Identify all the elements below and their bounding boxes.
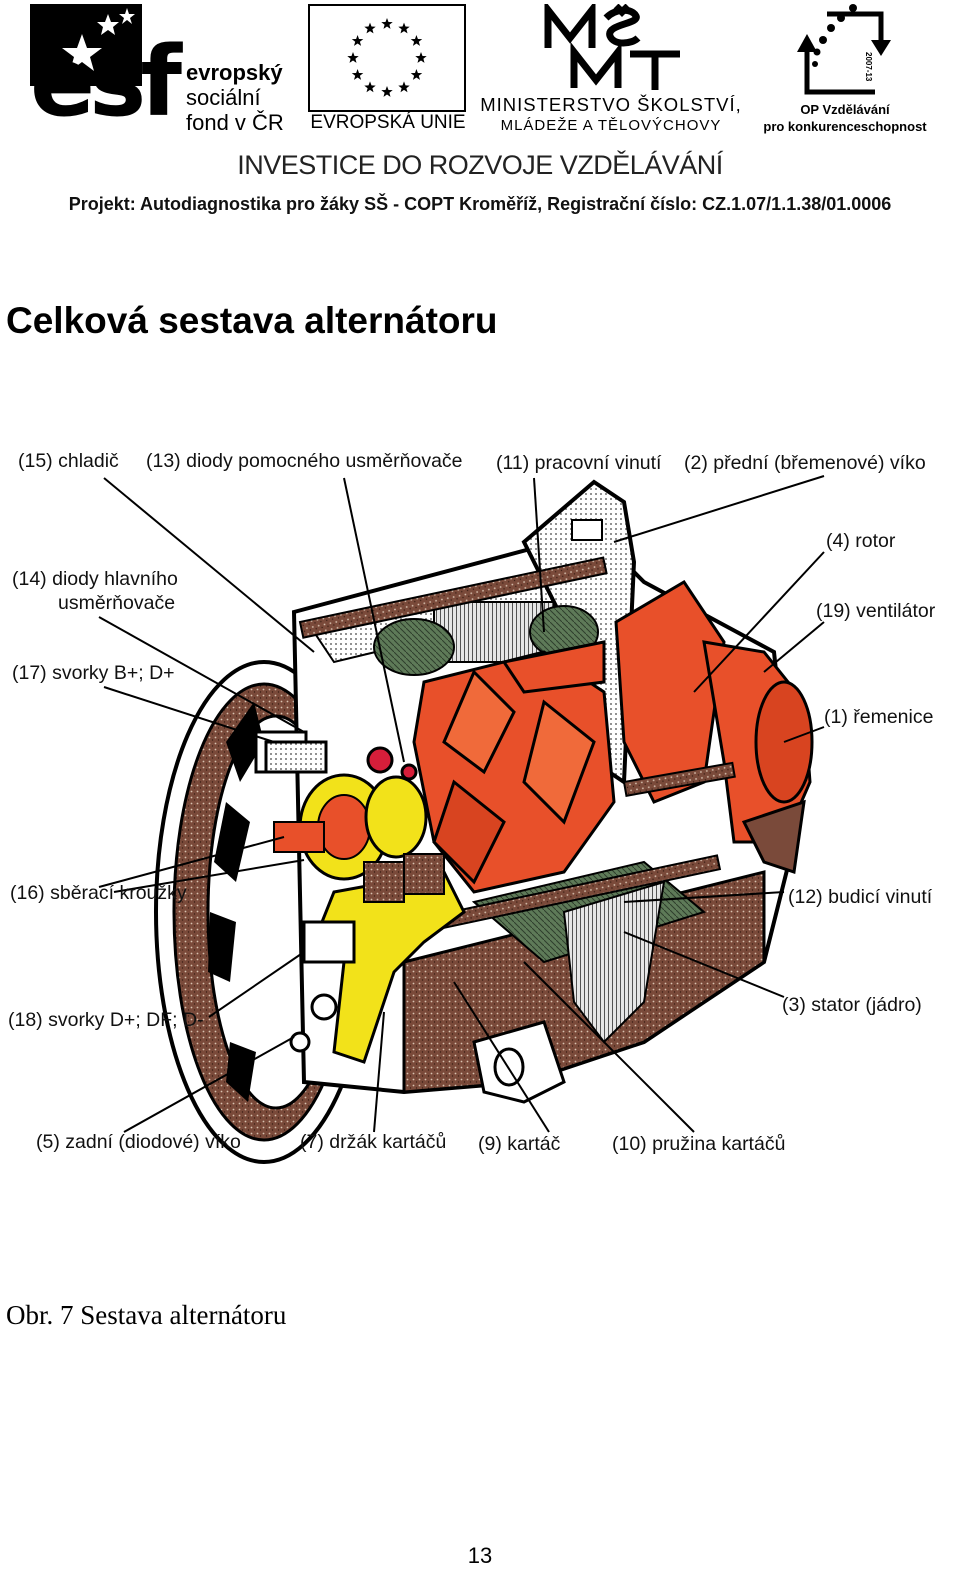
label-ventilator: (19) ventilátor <box>816 600 936 622</box>
eu-star-icon <box>398 22 410 34</box>
label-drzak-kartacu: (7) držák kartáčů <box>300 1131 447 1153</box>
label-diody-hlavni: (14) diody hlavního <box>12 568 178 590</box>
label-chladic: (15) chladič <box>18 450 119 472</box>
investice-banner: INVESTICE DO ROZVOJE VZDĚLÁVÁNÍ <box>237 150 723 180</box>
esf-line2: sociální <box>186 85 261 110</box>
eu-star-icon <box>364 22 376 34</box>
page-number: 13 <box>467 1543 493 1568</box>
msmt-mark-icon <box>544 0 684 92</box>
op-line1: OP Vzdělávání <box>800 102 890 117</box>
label-stator: (3) stator (jádro) <box>782 994 922 1016</box>
op-year: 2007-13 <box>864 52 873 82</box>
esf-line3: fond v ČR <box>186 110 284 135</box>
label-svorky-bd: (17) svorky B+; D+ <box>12 662 175 684</box>
msmt-line1: MINISTERSTVO ŠKOLSTVÍ, <box>480 94 742 115</box>
eu-label: EVROPSKÁ UNIE <box>310 112 466 133</box>
esf-stars-block <box>30 4 142 86</box>
project-line: Projekt: Autodiagnostika pro žáky SŠ - C… <box>68 194 892 214</box>
label-pruzina-kartacu: (10) pružina kartáčů <box>612 1133 786 1155</box>
esf-name: evropský sociální fond v ČR <box>186 60 284 135</box>
esf-mark: esf <box>30 26 182 138</box>
esf-logo: esf evropský sociální fond v ČR <box>30 4 300 138</box>
eu-logo: EVROPSKÁ UNIE <box>308 4 466 134</box>
alternator-drawing <box>98 475 825 1164</box>
figure-caption: Obr. 7 Sestava alternátoru <box>6 1300 287 1330</box>
label-budici-vinuti: (12) budicí vinutí <box>788 886 933 908</box>
alternator-figure: (15) chladič (13) diody pomocného usměrň… <box>4 442 952 1168</box>
rotor <box>412 640 616 894</box>
label-predni-viko: (2) přední (břemenové) víko <box>684 452 926 474</box>
op-line2: pro konkurenceschopnost <box>763 119 927 134</box>
op-mark-icon <box>791 4 895 98</box>
label-usmernovace: usměrňovače <box>58 592 176 614</box>
eu-star-icon <box>351 35 364 46</box>
label-svorky-ddf: (18) svorky D+; DF; D- <box>8 1009 204 1031</box>
op-logo: 2007-13 OP Vzdělávání pro konkurencescho… <box>755 4 935 134</box>
terminals <box>254 730 418 1053</box>
msmt-logo: MINISTERSTVO ŠKOLSTVÍ, MLÁDEŽE A TĚLOVÝC… <box>476 0 746 134</box>
msmt-line2: MLÁDEŽE A TĚLOVÝCHOVY <box>500 117 722 134</box>
label-kartac: (9) kartáč <box>478 1133 561 1155</box>
eu-flag-icon <box>308 4 466 112</box>
stator-core <box>373 601 707 1044</box>
leader-lines <box>98 475 825 1133</box>
eu-star-icon <box>351 69 364 80</box>
label-sberaci-krouzky: (16) sběrací kroužky <box>10 882 187 904</box>
label-pracovni-vinuti: (11) pracovní vinutí <box>496 452 662 474</box>
eu-star-icon <box>381 86 393 97</box>
fan-pulley <box>614 579 814 874</box>
page-title: Celková sestava alternátoru <box>6 300 498 341</box>
label-diody-pomocne: (13) diody pomocného usměrňovače <box>146 450 463 472</box>
esf-line1: evropský <box>186 60 283 85</box>
eu-star-icon <box>381 18 393 29</box>
label-remenice: (1) řemenice <box>824 706 934 728</box>
mounting-ear <box>472 1020 566 1104</box>
eu-star-icon <box>415 52 427 63</box>
eu-star-icon <box>410 35 423 46</box>
eu-star-icon <box>364 81 376 93</box>
eu-star-icon <box>347 52 359 63</box>
eu-star-icon <box>410 69 423 80</box>
label-rotor: (4) rotor <box>826 530 896 552</box>
label-zadni-viko: (5) zadní (diodové) víko <box>36 1131 241 1153</box>
eu-star-icon <box>398 81 410 93</box>
